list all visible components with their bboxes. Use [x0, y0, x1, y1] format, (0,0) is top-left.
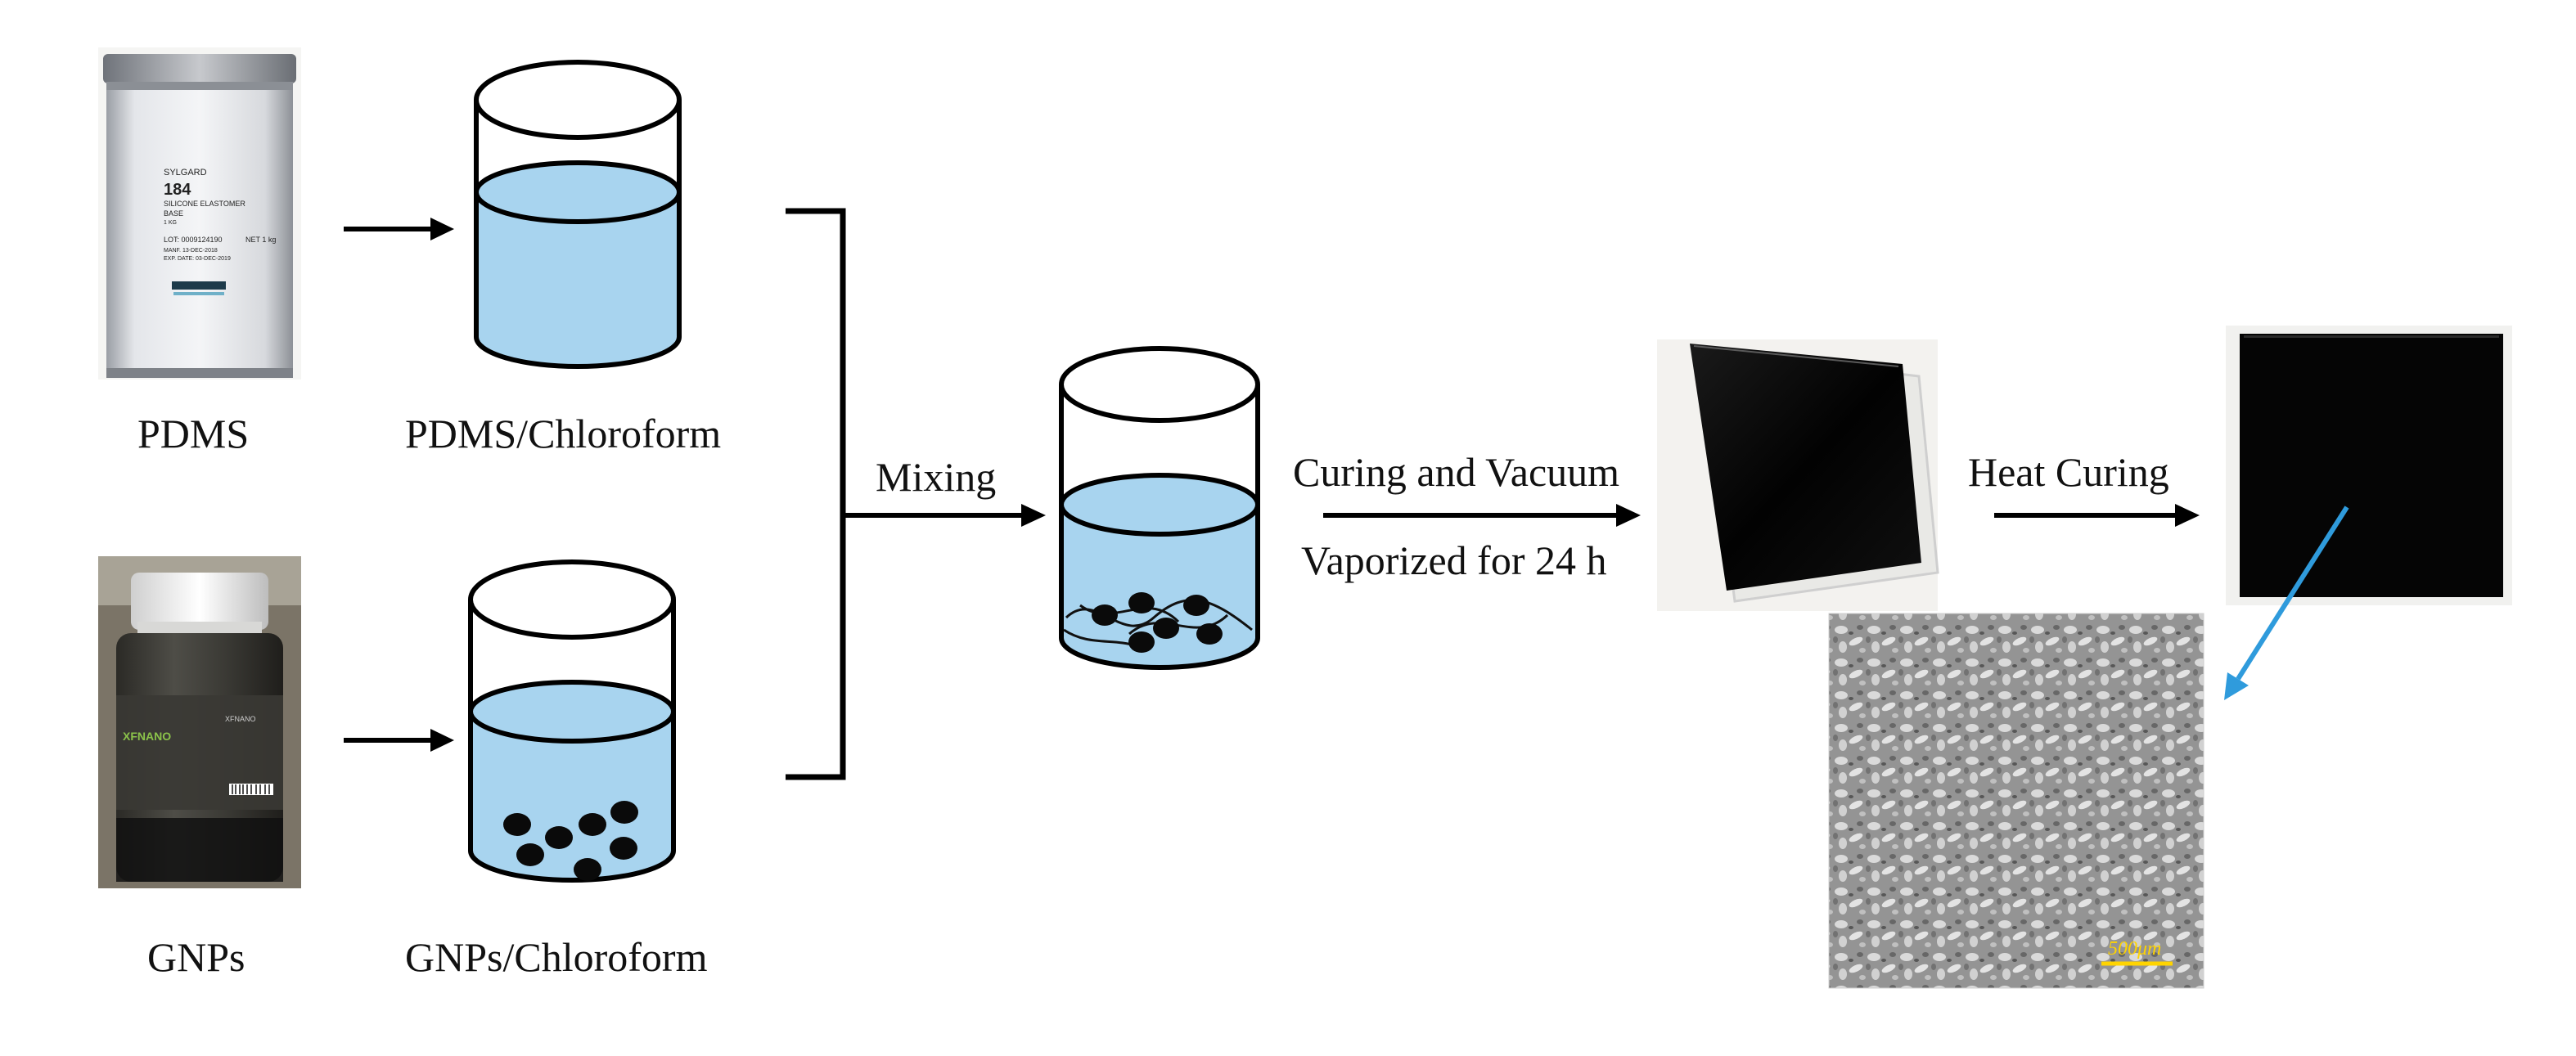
arrow-right-icon — [344, 729, 454, 752]
label-pdms: PDMS — [137, 413, 249, 454]
pdms-can-net: NET 1 kg — [245, 236, 276, 244]
label-heat-curing: Heat Curing — [1968, 452, 2169, 492]
gnp-jar-brand: XFNANO — [123, 730, 171, 743]
pdms-can-photo: SYLGARD 184 SILICONE ELASTOMER BASE 1 KG… — [98, 47, 301, 380]
label-gnps-chloroform: GNPs/Chloroform — [405, 937, 707, 977]
arrow-right-icon — [843, 504, 1046, 527]
pdms-can-manuf: MANF. 13-DEC-2018 — [164, 248, 218, 254]
pdms-can-line2: BASE — [164, 209, 183, 218]
arrow-right-icon — [1323, 504, 1641, 527]
pdms-can-stripe — [172, 281, 226, 290]
label-mixing: Mixing — [876, 456, 996, 497]
scale-bar-label: 500μm — [2108, 939, 2161, 959]
pdms-can-exp: EXP. DATE: 03-DEC-2019 — [164, 256, 231, 262]
gnp-jar-photo: XFNANO XFNANO — [98, 556, 301, 888]
beaker-pdms-chloroform — [476, 62, 679, 366]
label-gnps: GNPs — [147, 937, 245, 977]
sem-image — [1829, 613, 2204, 988]
bracket-icon — [786, 211, 843, 777]
pdms-can-lot: LOT: 0009124190 — [164, 236, 223, 244]
gnp-jar-product: XFNANO — [225, 715, 256, 723]
pdms-can-line1: SILICONE ELASTOMER — [164, 200, 245, 208]
beaker-mixed — [1061, 348, 1258, 667]
arrow-right-icon — [344, 218, 454, 240]
beaker-gnps-chloroform — [471, 562, 673, 881]
label-pdms-chloroform: PDMS/Chloroform — [405, 413, 721, 454]
label-curing-vacuum: Curing and Vacuum — [1293, 452, 1619, 492]
pdms-can-brand: SYLGARD — [164, 168, 207, 177]
heat-cured-sample-photo — [2226, 326, 2512, 605]
arrow-right-icon — [1994, 504, 2200, 527]
pdms-can-number: 184 — [164, 181, 191, 199]
pdms-can-line3: 1 KG — [164, 220, 177, 226]
cured-sample-photo — [1657, 339, 1938, 611]
label-vaporized: Vaporized for 24 h — [1301, 540, 1607, 581]
